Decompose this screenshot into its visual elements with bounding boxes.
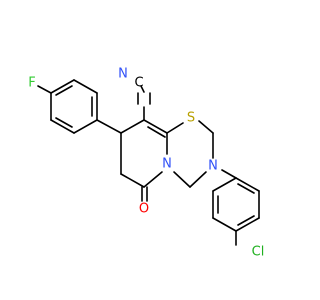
bond [120, 173, 145, 188]
bond [173, 171, 191, 188]
bond [50, 79, 75, 94]
nitrile-nitrogen-atom-label: N [118, 67, 128, 82]
bond [73, 119, 98, 134]
bond [235, 217, 260, 232]
bond [55, 85, 73, 96]
carbonyl-oxygen-atom-label: O [139, 202, 149, 217]
molecule-canvas: F N C S N N O Cl [28, 66, 265, 260]
bond [212, 217, 237, 232]
bond [140, 85, 145, 93]
bond [37, 85, 52, 94]
bond [147, 126, 166, 138]
bond [96, 119, 122, 134]
bond [221, 169, 237, 179]
bond [235, 177, 260, 192]
bond [143, 119, 168, 134]
fluorine-atom-label: F [28, 76, 35, 91]
bond [166, 122, 184, 134]
pyridinone-ring [120, 119, 168, 188]
bond [120, 119, 145, 134]
bond [198, 120, 214, 134]
nitrile-carbon-atom-label: C [134, 76, 143, 91]
ring-nitrogen-atom-label: N [208, 159, 218, 174]
chlorophenyl-ring [212, 177, 260, 232]
chlorine-atom-label: Cl [252, 245, 265, 260]
sulfur-atom-label: S [187, 111, 195, 126]
bond [212, 177, 237, 192]
bond [189, 171, 207, 188]
fluorophenyl-ring [50, 79, 98, 134]
thiadiazine-ring [166, 120, 214, 188]
bond [73, 79, 98, 94]
bond [143, 171, 163, 188]
bond [55, 117, 73, 128]
bond [237, 215, 255, 226]
molecule-structure-diagram: F N C S N N O Cl [28, 67, 265, 260]
bond [50, 119, 75, 134]
ring-nitrogen-atom-label: N [162, 157, 172, 172]
bond [237, 183, 255, 194]
